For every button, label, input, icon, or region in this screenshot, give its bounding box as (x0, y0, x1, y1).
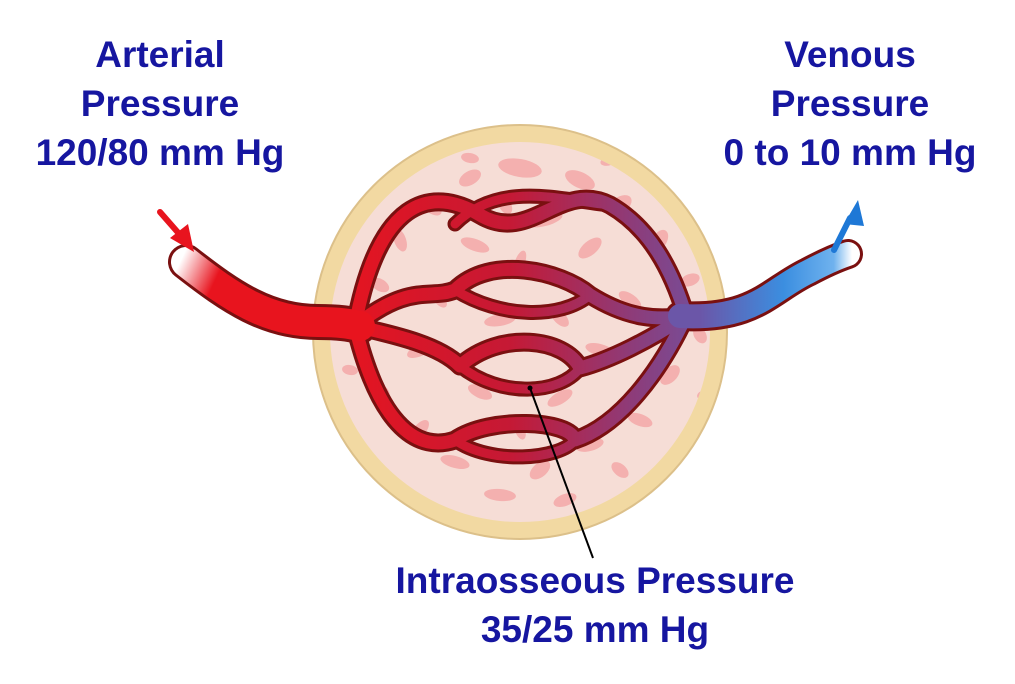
arterial-flow-arrow (157, 209, 194, 252)
venous-pressure-value: 0 to 10 mm Hg (723, 132, 977, 173)
arterial-label-line2: Pressure (80, 83, 240, 124)
arterial-pressure-label: Arterial Pressure 120/80 mm Hg (10, 30, 310, 177)
capillary-lower-loop (450, 435, 580, 462)
vein-outlet (668, 242, 860, 329)
venous-pressure-label: Venous Pressure 0 to 10 mm Hg (700, 30, 1000, 177)
artery-inlet (171, 247, 375, 341)
arterial-label-line1: Arterial (95, 34, 225, 75)
intraosseous-pressure-label: Intraosseous Pressure 35/25 mm Hg (345, 556, 845, 654)
arterial-pressure-value: 120/80 mm Hg (35, 132, 285, 173)
venous-flow-arrow (831, 200, 864, 253)
intraosseous-label-line1: Intraosseous Pressure (395, 560, 795, 601)
capillary-upper-loop (450, 191, 615, 229)
capillary-middle-lower (348, 309, 693, 375)
venous-label-line1: Venous (784, 34, 916, 75)
venous-label-line2: Pressure (770, 83, 930, 124)
capillary-lower (348, 309, 693, 450)
capillary-middle-upper-loop (450, 285, 595, 317)
blood-vessels (168, 188, 863, 465)
capillary-upper (348, 192, 693, 333)
intraosseous-leader-line (529, 387, 594, 559)
vessel-fills (348, 191, 693, 462)
intraosseous-leader-dot (527, 385, 533, 391)
capillary-middle-upper (348, 263, 693, 333)
capillary-middle-lower-loop (455, 361, 585, 394)
intraosseous-pressure-value: 35/25 mm Hg (480, 609, 710, 650)
